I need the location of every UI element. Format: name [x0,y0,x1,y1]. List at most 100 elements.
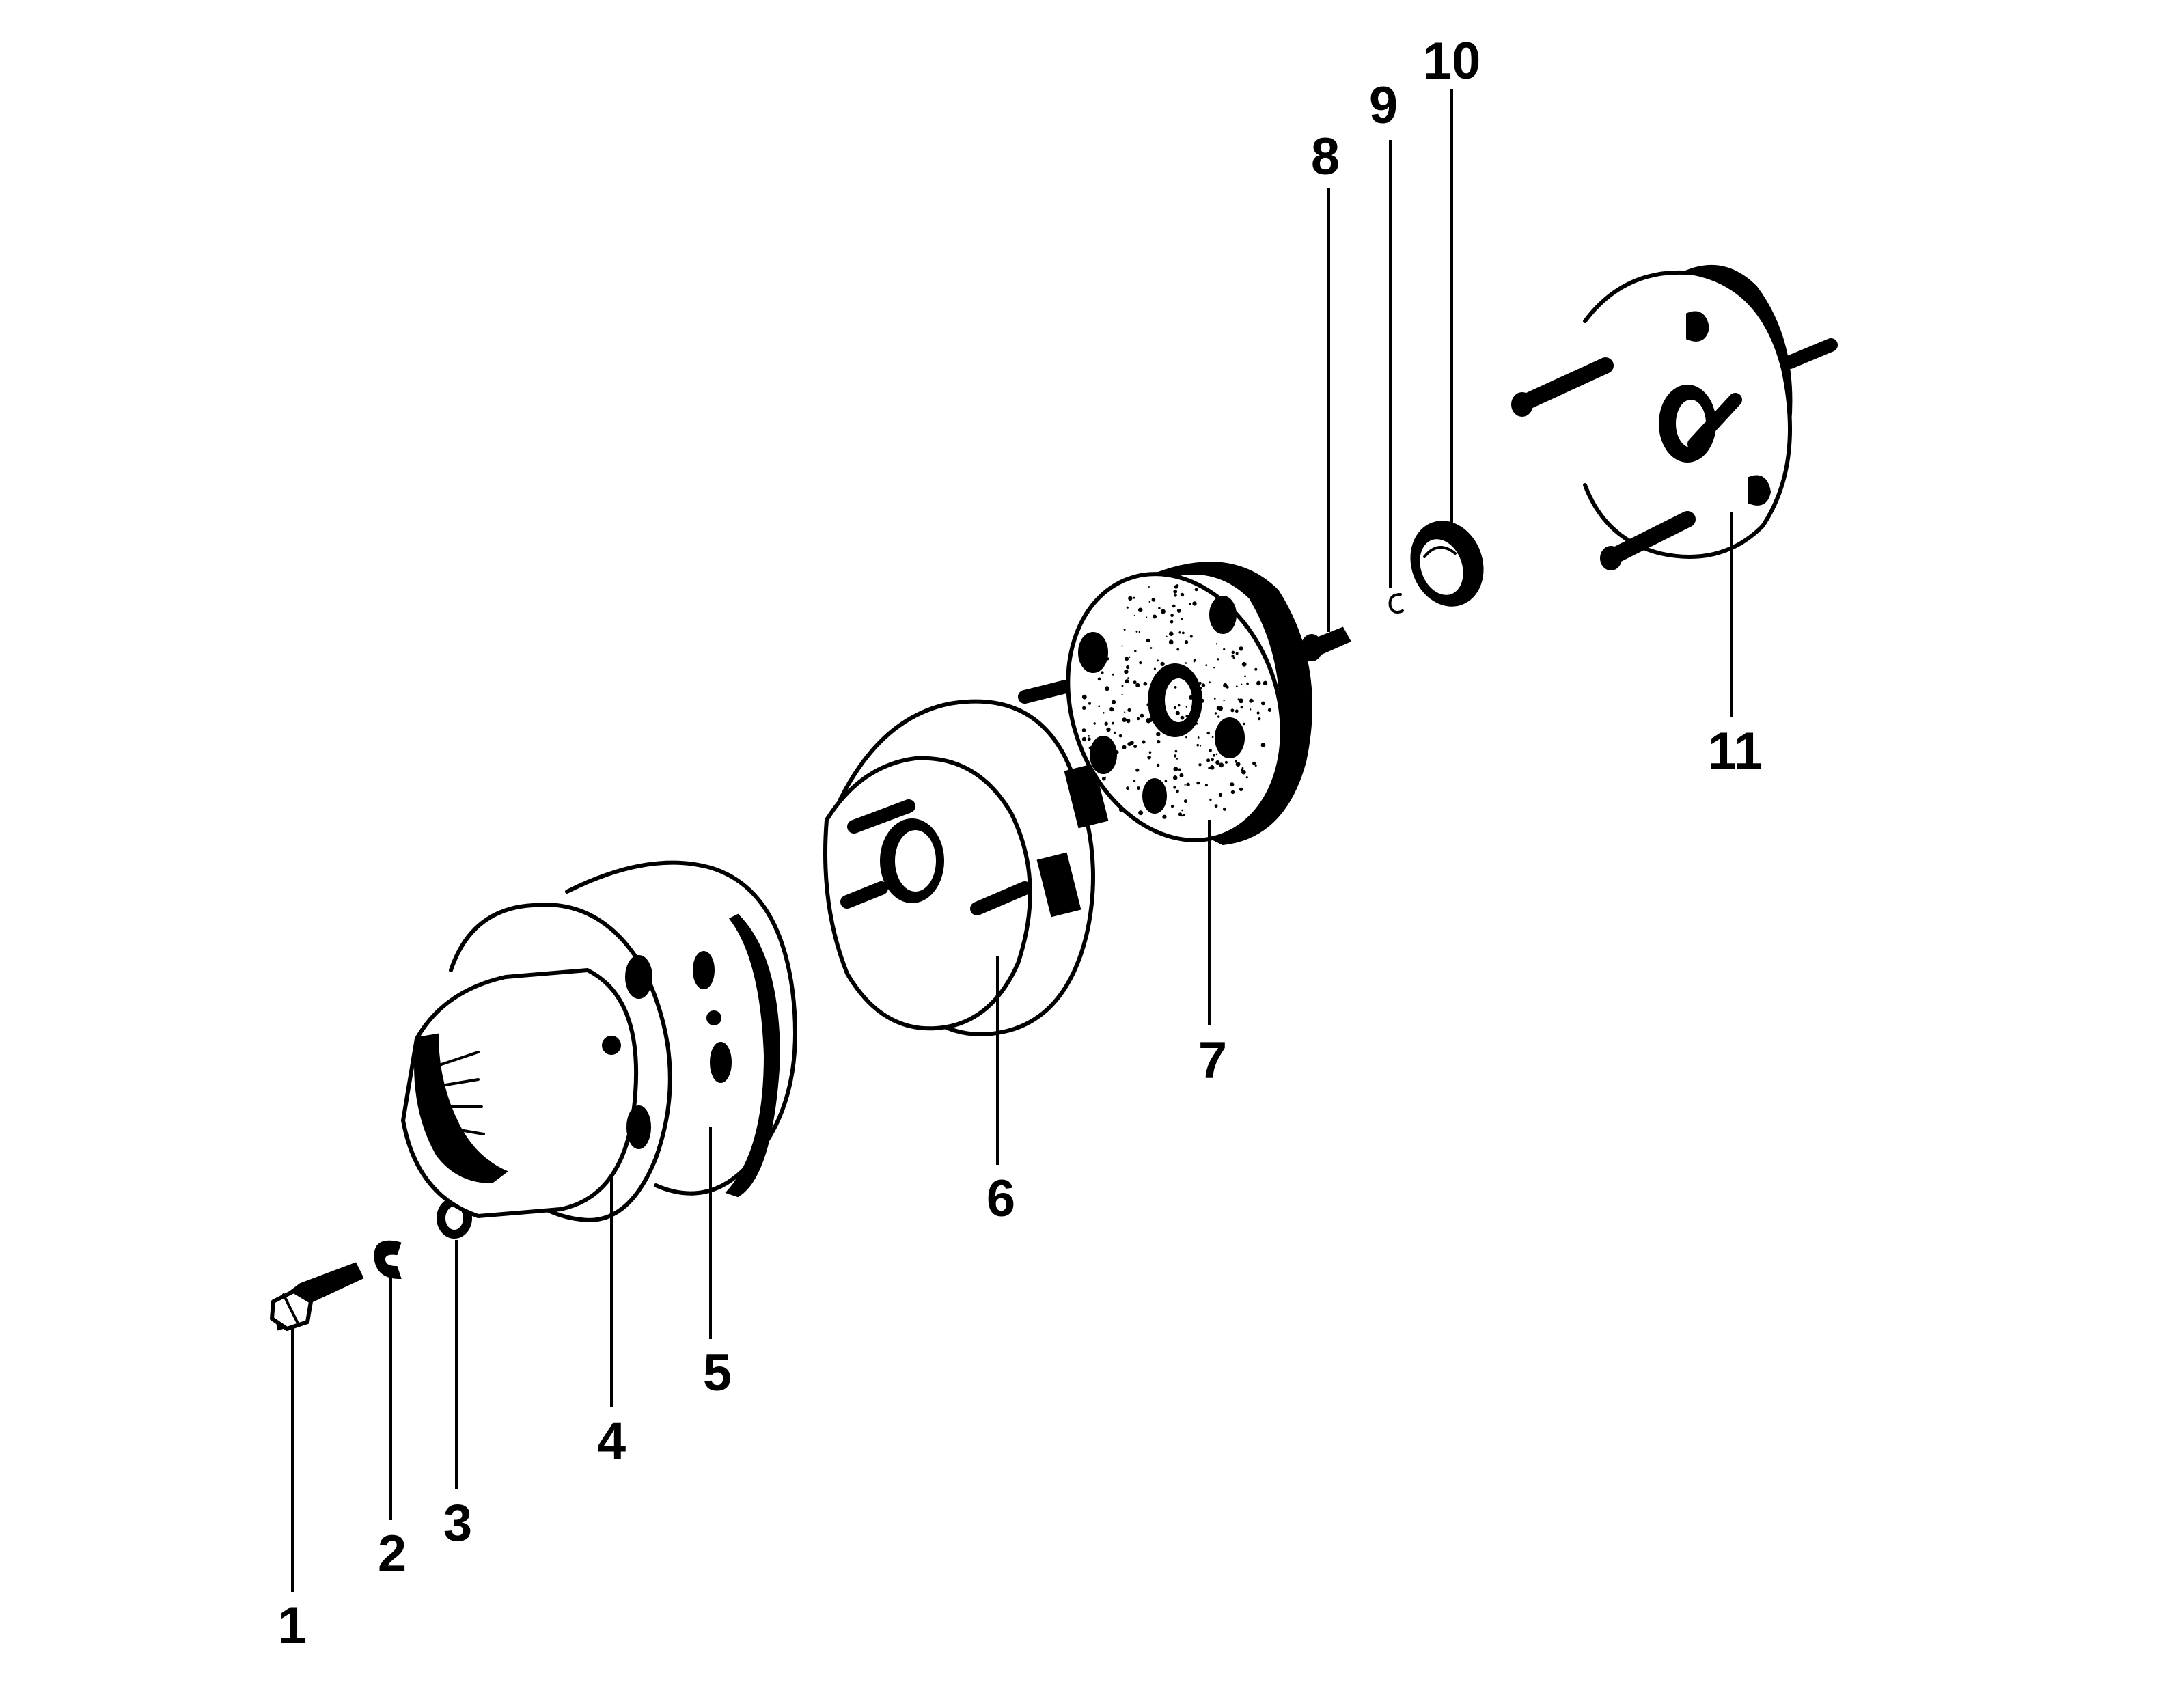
texture-speck [1102,776,1106,781]
texture-speck [1240,706,1243,709]
texture-speck [1147,755,1151,760]
rubber-texture [1081,583,1271,819]
texture-speck [1169,631,1174,636]
callout-4: 4 [597,1412,626,1470]
texture-speck [1138,810,1144,816]
texture-speck [1112,673,1114,676]
texture-speck [1093,722,1096,725]
texture-speck [1152,706,1155,710]
texture-speck [1215,753,1218,756]
texture-speck [1239,646,1243,651]
callout-10: 10 [1423,32,1481,90]
texture-speck [1169,665,1172,669]
texture-speck [1155,801,1159,805]
texture-speck [1126,719,1131,724]
texture-speck [1134,650,1137,652]
texture-speck [1206,731,1210,735]
texture-speck [1223,683,1228,688]
texture-speck [1185,706,1187,708]
texture-speck [1197,736,1200,739]
texture-speck [1081,728,1086,732]
texture-speck [1101,671,1104,674]
texture-speck [1224,601,1227,605]
texture-speck [1174,667,1178,670]
texture-speck [1241,661,1247,667]
part-2-clip [374,1240,402,1280]
part-1-bolt [270,1262,364,1331]
texture-speck [1133,780,1136,782]
texture-speck [1088,702,1091,705]
texture-speck [1258,717,1261,719]
texture-speck [1263,682,1265,685]
texture-speck [1106,727,1111,732]
texture-speck [1218,706,1224,711]
texture-speck [1176,648,1180,651]
texture-speck [1118,808,1123,812]
texture-speck [1082,706,1086,711]
texture-speck [1205,664,1208,667]
texture-speck [1162,814,1167,819]
texture-speck [1183,814,1185,816]
texture-speck [1196,722,1198,725]
texture-speck [1252,700,1254,702]
callout-7: 7 [1198,1032,1227,1090]
texture-speck [1148,601,1151,603]
texture-speck [1200,698,1204,703]
texture-speck [1160,661,1165,667]
texture-speck [1156,763,1160,767]
texture-speck [1148,717,1153,722]
texture-speck [1174,734,1178,737]
texture-speck [1105,686,1109,691]
texture-speck [1178,631,1181,634]
texture-speck [1099,663,1103,668]
texture-speck [1143,681,1148,686]
texture-speck [1235,652,1239,655]
texture-speck [1124,669,1129,674]
texture-speck [1088,746,1093,750]
texture-speck [1192,601,1197,606]
texture-speck [1127,677,1129,680]
texture-speck [1122,745,1127,749]
texture-speck [1256,711,1260,715]
texture-speck [1222,746,1224,748]
texture-speck [1227,717,1230,719]
texture-speck [1146,703,1150,707]
texture-speck [1183,799,1187,803]
texture-speck [1098,705,1101,708]
texture-speck [1194,588,1198,592]
texture-speck [1219,762,1224,768]
callout-3: 3 [443,1494,472,1552]
texture-speck [1112,700,1116,704]
texture-speck [1185,714,1189,718]
texture-speck [1162,677,1167,682]
texture-speck [1254,667,1258,671]
texture-speck [1172,604,1176,608]
texture-speck [1173,786,1176,789]
texture-speck [1235,685,1238,688]
texture-speck [1097,677,1101,681]
texture-speck [1215,643,1218,645]
part-9-circlip [1388,593,1404,614]
texture-speck [1219,728,1222,731]
texture-speck [1239,787,1243,792]
part-11-drive-flange [1511,265,1838,570]
callout-2: 2 [378,1525,406,1583]
texture-speck [1109,707,1114,711]
texture-speck [1157,739,1161,744]
texture-speck [1241,683,1243,685]
texture-speck [1146,616,1148,618]
texture-speck [1200,687,1202,689]
texture-speck [1177,704,1181,707]
texture-speck [1186,782,1190,787]
texture-speck [1151,598,1156,602]
texture-speck [1152,808,1156,812]
texture-speck [1174,686,1177,689]
texture-speck [1173,754,1177,758]
texture-speck [1136,717,1140,721]
texture-speck [1106,760,1110,764]
callout-1: 1 [278,1597,307,1655]
texture-speck [1217,715,1220,718]
texture-speck [1246,682,1249,685]
texture-speck [1178,812,1183,816]
